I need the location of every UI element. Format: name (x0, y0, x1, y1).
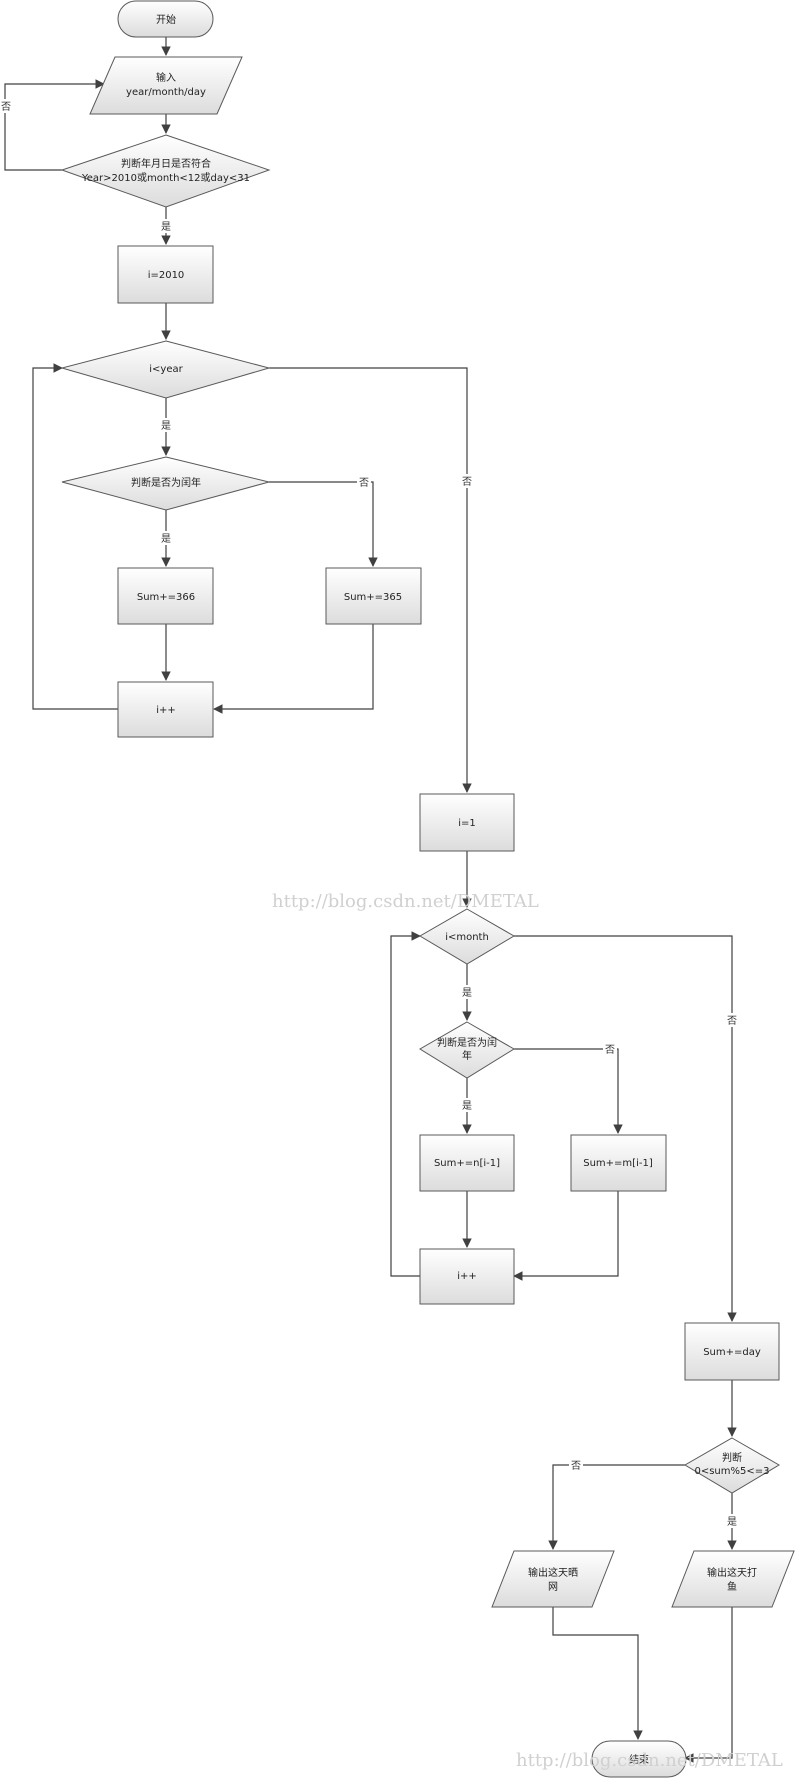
node-loop-year: i<year (60, 340, 271, 399)
leap-year-2-text-1: 判断是否为闰 (437, 1036, 497, 1049)
inc-year-text: i++ (156, 705, 176, 716)
label-no: 否 (359, 477, 369, 489)
judge-text-1: 判断 (722, 1451, 742, 1464)
loop-year-text: i<year (149, 364, 183, 375)
node-inc-year: i++ (117, 681, 214, 738)
input-parallelogram (89, 56, 243, 115)
watermark-bottom: http://blog.csdn.net/DMETAL (516, 1750, 783, 1771)
node-start: 开始 (117, 0, 214, 38)
arrow-365-inc (213, 624, 374, 714)
arrow-inc2-back (390, 931, 421, 1277)
sum-366-text: Sum+=366 (137, 592, 195, 603)
output-fish-text-2: 鱼 (727, 1580, 737, 1593)
loop-year-diamond (60, 340, 271, 399)
node-init-month: i=1 (419, 793, 515, 852)
node-sum-day: Sum+=day (684, 1322, 780, 1381)
init-year-text: i=2010 (148, 270, 185, 281)
label-no: 否 (462, 476, 472, 488)
label-no: 否 (727, 1015, 737, 1027)
node-judge: 判断 0<sum%5<=3 (684, 1437, 780, 1494)
init-month-text: i=1 (458, 818, 476, 829)
node-output-net: 输出这天晒 网 (491, 1550, 615, 1608)
loop-month-diamond (419, 908, 515, 965)
arrow-loopm-no (514, 935, 737, 1322)
node-sum-365: Sum+=365 (325, 567, 422, 625)
label-yes: 是 (462, 987, 472, 999)
node-sum-366: Sum+=366 (117, 567, 214, 625)
output-net-text-2: 网 (548, 1581, 558, 1593)
init-month-box (419, 793, 515, 852)
node-end: 结束 (591, 1740, 687, 1778)
leap-year-1-diamond (61, 456, 270, 511)
judge-diamond (684, 1437, 780, 1494)
node-loop-month: i<month (419, 908, 515, 965)
inc-year-box (117, 681, 214, 738)
node-output-fish: 输出这天打 鱼 (671, 1550, 795, 1608)
output-fish-parallelogram (671, 1550, 795, 1608)
arrow-fish-end (684, 1607, 733, 1763)
start-terminal (117, 0, 214, 38)
arrow-inc-back (32, 363, 118, 710)
label-yes: 是 (727, 1516, 737, 1528)
sum-n-text: Sum+=n[i-1] (434, 1158, 500, 1169)
node-inc-month: i++ (419, 1248, 515, 1305)
sum-m-text: Sum+=m[i-1] (583, 1158, 653, 1169)
start-text: 开始 (156, 13, 176, 26)
check-text-1: 判断年月日是否符合 (121, 157, 211, 170)
node-leap-year-1: 判断是否为闰年 (61, 456, 270, 511)
label-no: 否 (571, 1460, 581, 1472)
sum-day-text: Sum+=day (703, 1347, 761, 1358)
input-text-1: 输入 (156, 71, 176, 84)
sum-m-box (570, 1134, 667, 1192)
output-net-parallelogram (491, 1550, 615, 1608)
loop-month-text: i<month (445, 932, 489, 943)
arrow-loop-year-no (269, 367, 472, 793)
judge-text-2: 0<sum%5<=3 (694, 1466, 769, 1477)
sum-n-box (419, 1134, 515, 1192)
label-no: 否 (605, 1044, 615, 1056)
connectors (4, 37, 737, 1763)
node-check-date: 判断年月日是否符合 Year>2010或month<12或day<31 (60, 134, 271, 208)
leap-year-1-text: 判断是否为闰年 (131, 476, 201, 489)
label-yes: 是 (161, 221, 171, 233)
branch-labels: 否 是 是 否 是 否 是 否 否 是 否 是 (0, 99, 739, 1528)
end-text: 结束 (629, 1753, 649, 1766)
node-input: 输入 year/month/day (89, 56, 243, 115)
inc-month-box (419, 1248, 515, 1305)
sum-day-box (684, 1322, 780, 1381)
arrow-judge-no (548, 1464, 685, 1550)
init-year-box (117, 245, 214, 304)
check-date-diamond (60, 134, 271, 208)
node-leap-year-2: 判断是否为闰 年 (419, 1021, 515, 1079)
label-yes: 是 (161, 420, 171, 432)
node-sum-n: Sum+=n[i-1] (419, 1134, 515, 1192)
sum-366-box (117, 567, 214, 625)
leap-year-2-text-2: 年 (462, 1049, 472, 1062)
inc-month-text: i++ (457, 1271, 477, 1282)
label-yes: 是 (462, 1100, 472, 1112)
output-fish-text-1: 输出这天打 (707, 1566, 757, 1579)
arrow-net-end (552, 1607, 643, 1740)
node-sum-m: Sum+=m[i-1] (570, 1134, 667, 1192)
watermark-middle: http://blog.csdn.net/DMETAL (272, 891, 539, 912)
arrow-leap2-no (514, 1048, 623, 1134)
arrow-leap1-no (269, 481, 378, 567)
check-text-2: Year>2010或month<12或day<31 (81, 172, 250, 184)
end-terminal (591, 1740, 687, 1778)
leap-year-2-diamond (419, 1021, 515, 1079)
output-net-text-1: 输出这天晒 (528, 1566, 578, 1579)
label-yes: 是 (161, 533, 171, 545)
input-text-2: year/month/day (126, 87, 206, 98)
arrow-m-inc (513, 1191, 619, 1281)
label-no: 否 (1, 101, 11, 113)
sum-365-box (325, 567, 422, 625)
sum-365-text: Sum+=365 (344, 592, 402, 603)
arrow-check-no-loop (4, 79, 105, 171)
node-init-year: i=2010 (117, 245, 214, 304)
